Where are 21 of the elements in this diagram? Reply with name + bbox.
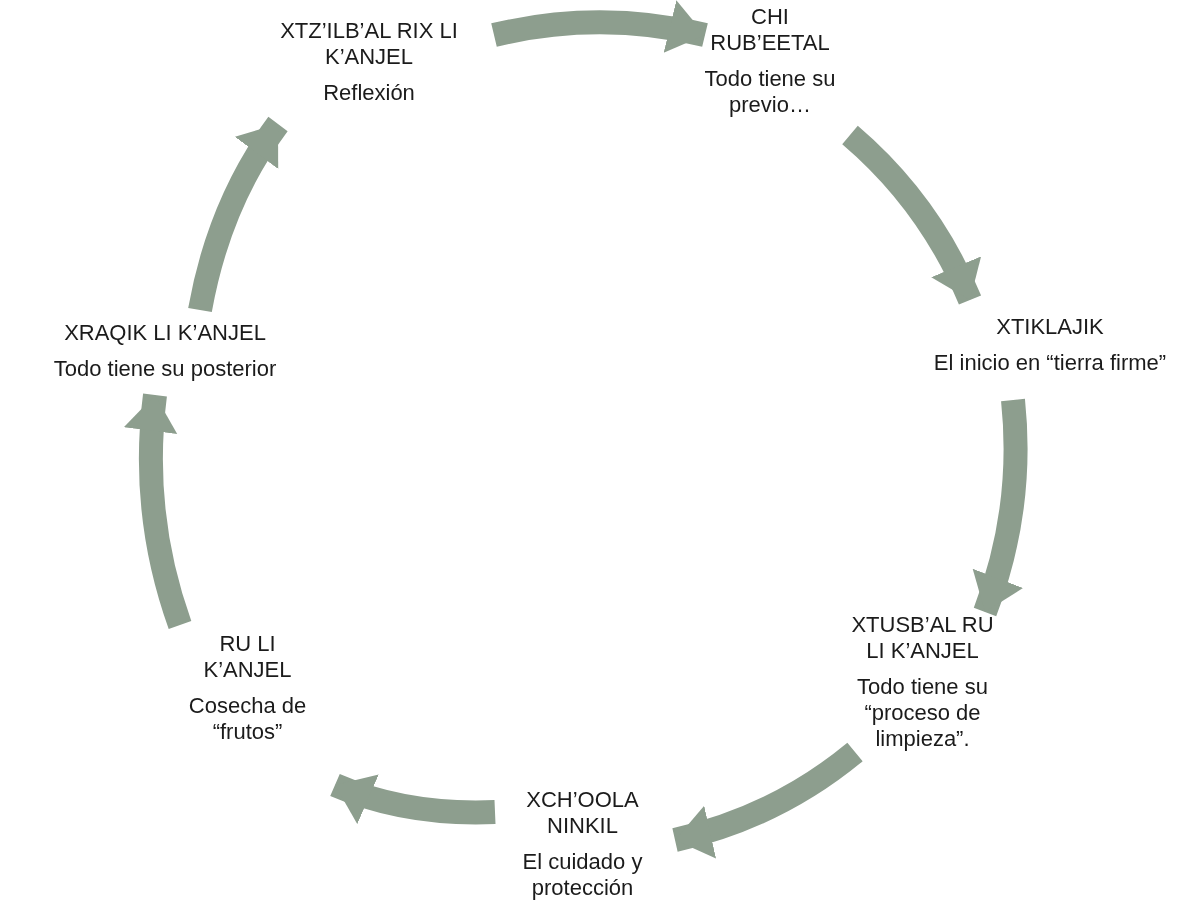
stage-description: Todo tiene su “proceso de limpieza”. [856,674,989,752]
stage-title: XTIKLAJIK [996,314,1104,340]
curved-arrow [330,773,496,825]
curved-arrow [971,398,1028,617]
curved-arrow [124,393,192,629]
stage-title: CHI RUB’EETAL [709,4,831,56]
stage-description: Todo tiene su posterior [53,356,277,382]
stage-title: XTUSB’AL RU LI K’ANJEL [850,612,995,664]
stage-title: XRAQIK LI K’ANJEL [64,320,266,346]
curved-arrow [842,126,981,305]
curved-arrow [188,117,288,313]
stage-description: Todo tiene su previo… [703,66,837,118]
stage-description: Reflexión [323,80,415,106]
stage-title: RU LI K’ANJEL [202,631,293,683]
stage-title: XCH’OOLA NINKIL [525,787,640,839]
stage-description: El inicio en “tierra firme” [933,350,1167,376]
curved-arrow [491,0,708,54]
stage-description: Cosecha de “frutos” [187,693,308,745]
stage-description: El cuidado y protección [521,849,644,901]
curved-arrow [672,742,863,858]
stage-title: XTZ’ILB’AL RIX LI K’ANJEL [279,18,459,70]
